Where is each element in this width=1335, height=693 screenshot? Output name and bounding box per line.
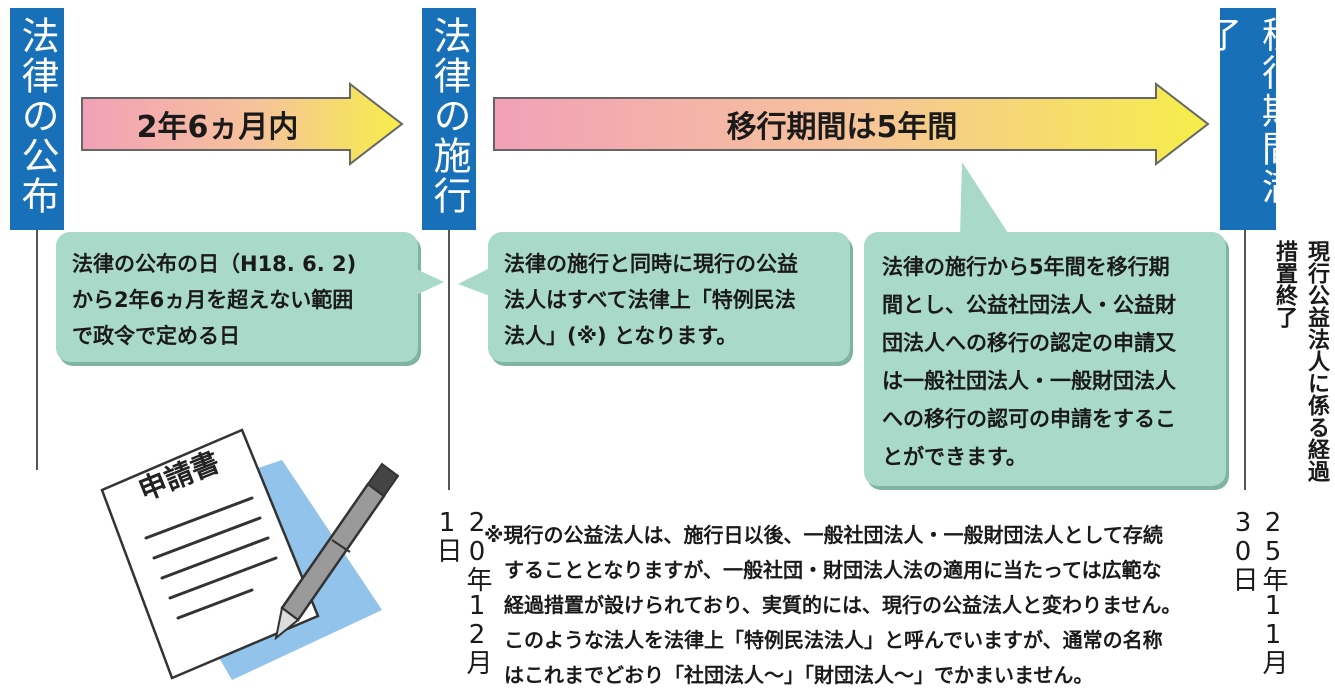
callout-line: 団法人への移行の認定の申請又: [882, 331, 1176, 355]
callout-promulgation-date: 法律の公布の日（H18. 6. 2) から2年6ヵ月を超えない範囲 で政令で定め…: [56, 232, 418, 362]
callout-line: への移行の認可の申請をするこ: [882, 407, 1176, 431]
arrow-shape: [493, 82, 1210, 166]
callout-line: 法律の施行から5年間を移行期: [882, 255, 1170, 279]
footnote-line: 経過措置が設けられており、実質的には、現行の公益法人と変わりません。: [504, 593, 1182, 617]
footnote-line: このような法人を法律上「特例民法法人」と呼んでいますが、通常の名称: [504, 628, 1163, 652]
callout-tail-promulgation: [414, 268, 444, 296]
callout-line: から2年6ヵ月を超えない範囲: [72, 288, 354, 312]
marker-promulgation: 法律の公布: [10, 8, 64, 230]
arrow-two-years-six-months: 2年6ヵ月内: [80, 82, 405, 166]
callout-tail-enforcement: [458, 268, 490, 296]
callout-line: 法律の公布の日（H18. 6. 2): [72, 252, 357, 276]
footnote-line: はこれまでどおり「社団法人～」「財団法人～」でかまいません。: [504, 663, 1094, 687]
footnote-line: することとなりますが、一般社団・財団法人法の適用に当たっては広範な: [504, 558, 1162, 582]
footnote: ※現行の公益法人は、施行日以後、一般社団法人・一般財団法人として存続 することと…: [484, 518, 1224, 693]
marker-enforcement: 法律の施行: [422, 8, 476, 230]
date-enforcement: 20年12月1日: [432, 508, 492, 674]
footnote-line: ※現行の公益法人は、施行日以後、一般社団法人・一般財団法人として存続: [484, 523, 1163, 547]
callout-line: 法人はすべて法律上「特例民法: [504, 288, 796, 312]
date-expiry: 25年11月30日: [1228, 508, 1288, 674]
transition-end-note: 現行公益法人に係る経過措置終了: [1272, 240, 1329, 482]
arrow-shape: [81, 82, 404, 166]
callout-line: は一般社団法人・一般財団法人: [882, 369, 1176, 393]
application-form-illustration: 申請書: [92, 420, 422, 690]
callout-line: 法人」(※) となります。: [504, 324, 738, 348]
callout-line: とができます。: [882, 445, 1027, 469]
marker-expiry: 移行期間満了: [1200, 8, 1297, 230]
callout-line: で政令で定める日: [72, 324, 240, 348]
callout-line: 法律の施行と同時に現行の公益: [504, 252, 798, 276]
callout-enforcement: 法律の施行と同時に現行の公益 法人はすべて法律上「特例民法 法人」(※) となり…: [488, 232, 850, 362]
timeline-line-expiry: [1244, 190, 1246, 490]
callout-line: 間とし、公益社団法人・公益財: [882, 293, 1176, 317]
callout-transition-period: 法律の施行から5年間を移行期 間とし、公益社団法人・公益財 団法人への移行の認定…: [864, 232, 1226, 486]
pen-icon: [274, 462, 400, 641]
arrow-label: 2年6ヵ月内: [136, 110, 299, 145]
arrow-label: 移行期間は5年間: [726, 110, 958, 145]
timeline-line-promulgation: [36, 190, 38, 470]
callout-tail-transition: [960, 162, 1010, 236]
document-icon: [100, 428, 382, 680]
arrow-five-year-transition: 移行期間は5年間: [492, 82, 1212, 166]
timeline-line-enforcement: [448, 190, 450, 490]
